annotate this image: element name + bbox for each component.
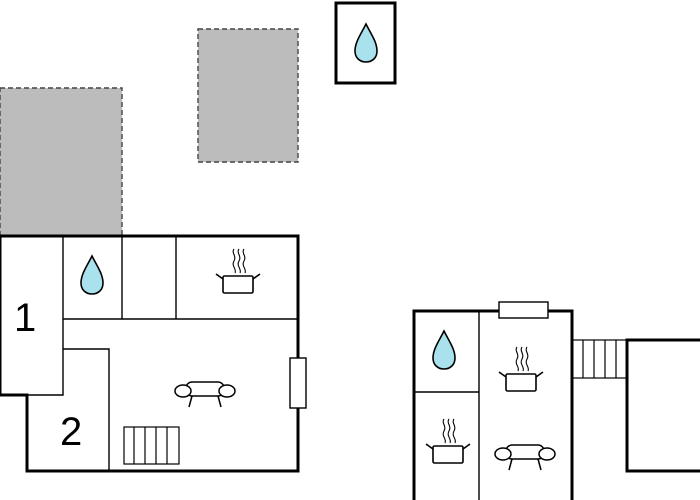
right-building	[412, 301, 700, 500]
room-number-2: 2	[60, 410, 82, 454]
room-number-1: 1	[14, 296, 36, 340]
detached-bathroom	[334, 1, 397, 85]
window-icon	[289, 357, 307, 409]
water-drop-icon	[80, 255, 104, 295]
water-drop-icon	[354, 23, 378, 63]
sofa-icon	[174, 381, 236, 408]
left-building: 1 2	[0, 234, 307, 473]
terrace-large	[0, 87, 123, 237]
cooking-pot-icon	[425, 418, 471, 464]
stairs-icon	[571, 339, 628, 379]
sofa-icon	[494, 444, 556, 471]
water-drop-icon	[432, 330, 456, 370]
cooking-pot-icon	[498, 346, 544, 392]
terrace-small	[197, 28, 299, 163]
stairs-icon	[123, 426, 180, 465]
window-icon	[498, 301, 549, 319]
cooking-pot-icon	[215, 248, 261, 294]
